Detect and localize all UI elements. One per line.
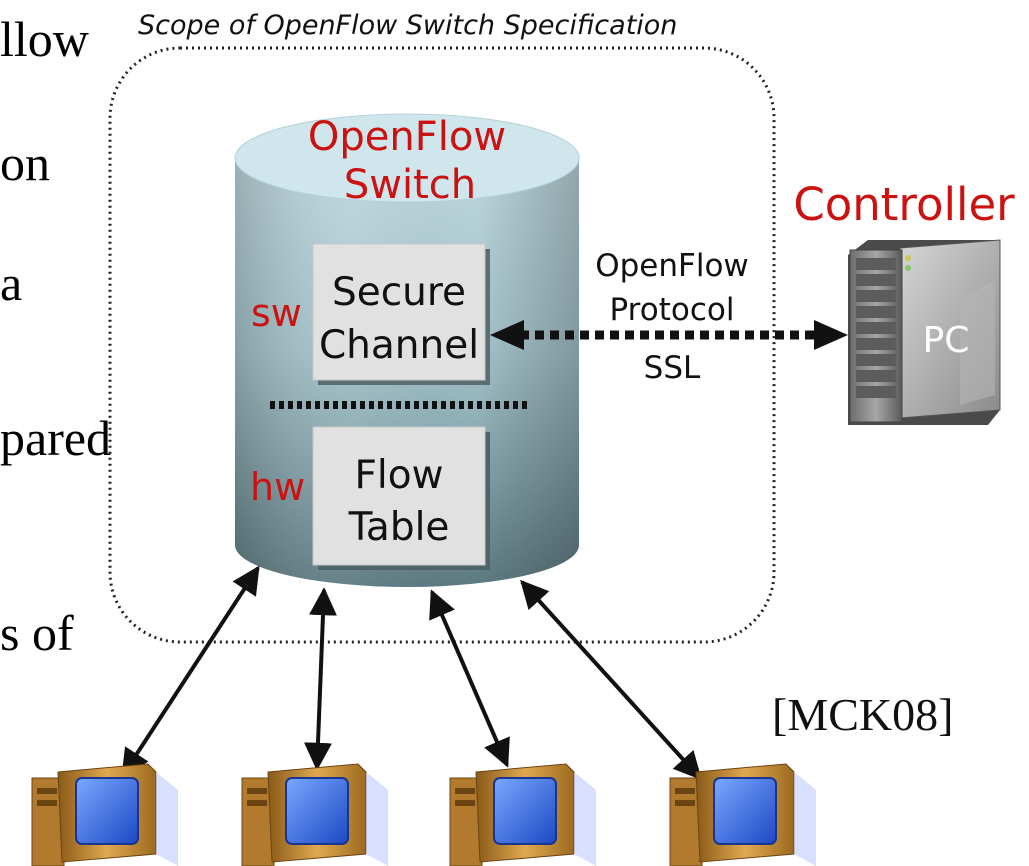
scope-label: Scope of OpenFlow Switch Specification [138, 10, 677, 41]
protocol-label-line2: Protocol [610, 292, 735, 328]
host-computer-2 [241, 763, 388, 866]
monitor-icon [75, 777, 139, 845]
slide-text-fragment: s of [0, 605, 74, 661]
host-computer-1 [31, 763, 178, 866]
host-link [429, 589, 510, 768]
sw-label: sw [251, 291, 302, 335]
secure-channel-box [312, 243, 490, 385]
secure-channel-label-line2: Channel [319, 323, 479, 368]
secure-channel-label-line1: Secure [332, 270, 466, 315]
server-icon [848, 239, 1001, 425]
slide-text-fragments: llow on a pared s of [0, 11, 111, 661]
server-label: PC [923, 320, 970, 361]
host-computer-3 [449, 763, 596, 866]
host-link [520, 579, 702, 781]
hw-label: hw [250, 465, 305, 509]
protocol-label-line1: OpenFlow [595, 248, 749, 284]
openflow-protocol-arrow [490, 320, 848, 350]
monitor-icon [713, 777, 777, 845]
slide-text-fragment: pared [0, 410, 111, 466]
monitor-icon [493, 777, 557, 845]
citation: [MCK08] [772, 689, 953, 740]
monitor-icon [285, 777, 349, 845]
host-link [121, 565, 260, 778]
flow-table-box [312, 426, 490, 570]
switch-title-line2: Switch [344, 162, 476, 208]
host-links [121, 565, 702, 781]
slide-text-fragment: llow [0, 11, 89, 67]
flow-table-label-line2: Table [348, 505, 450, 550]
switch-title-line1: OpenFlow [308, 114, 506, 160]
controller-title: Controller [793, 178, 1015, 231]
protocol-label-line3: SSL [644, 350, 701, 386]
slide-text-fragment: on [0, 135, 50, 191]
host-link [304, 587, 337, 771]
host-computer-4 [669, 763, 816, 866]
flow-table-label-line1: Flow [354, 453, 443, 498]
slide-text-fragment: a [0, 255, 22, 311]
